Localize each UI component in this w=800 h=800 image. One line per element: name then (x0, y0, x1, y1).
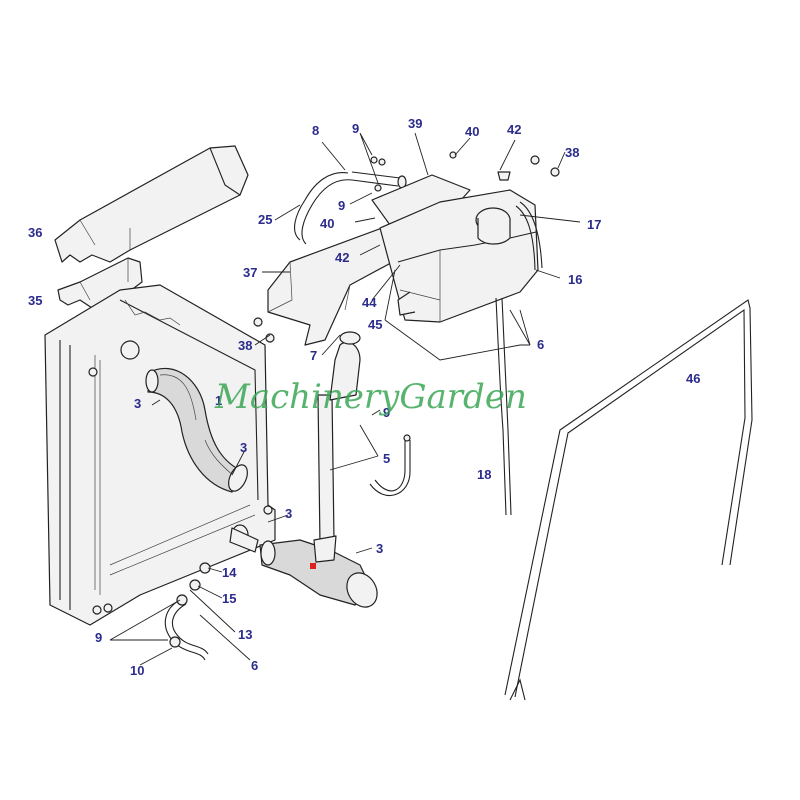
callout-46: 46 (686, 371, 700, 386)
shroud-bracket-upper (54, 145, 249, 263)
vertical-pipe (313, 331, 361, 563)
small-hose-right (369, 434, 411, 496)
callout-9: 9 (95, 630, 102, 645)
callout-25: 25 (258, 212, 272, 227)
callout-10: 10 (130, 663, 144, 678)
callout-15: 15 (222, 591, 236, 606)
callout-13: 13 (238, 627, 252, 642)
red-marker (310, 563, 316, 569)
lower-hose-elbow (229, 524, 378, 608)
callout-3: 3 (285, 506, 292, 521)
callout-3: 3 (376, 541, 383, 556)
callout-42: 42 (335, 250, 349, 265)
radiator (44, 284, 276, 626)
callout-3: 3 (134, 396, 141, 411)
callout-44: 44 (362, 295, 377, 310)
callout-39: 39 (408, 116, 422, 131)
callout-6: 6 (537, 337, 544, 352)
callout-8: 8 (312, 123, 319, 138)
callout-7: 7 (310, 348, 317, 363)
filler-cap (475, 171, 543, 271)
callout-labels: 1 3 3 3 3 5 6 6 7 8 9 9 9 9 10 13 14 15 … (28, 116, 700, 678)
callout-40: 40 (320, 216, 334, 231)
lower-small-hose (103, 562, 211, 661)
drain-hose (495, 297, 512, 516)
overflow-tube (294, 156, 407, 245)
callout-37: 37 (243, 265, 257, 280)
callout-38: 38 (565, 145, 579, 160)
callout-1: 1 (215, 393, 222, 408)
callout-5: 5 (383, 451, 390, 466)
callout-9: 9 (338, 198, 345, 213)
leader-lines (109, 132, 581, 666)
callout-14: 14 (222, 565, 237, 580)
upper-radiator-hose (145, 367, 248, 493)
callout-40: 40 (465, 124, 479, 139)
callout-35: 35 (28, 293, 42, 308)
callout-6: 6 (251, 658, 258, 673)
callout-18: 18 (477, 467, 491, 482)
callout-16: 16 (568, 272, 582, 287)
callout-45: 45 (368, 317, 382, 332)
watermark: MachineryGarden (214, 377, 527, 417)
callout-38: 38 (238, 338, 252, 353)
callout-9: 9 (352, 121, 359, 136)
callout-17: 17 (587, 217, 601, 232)
bolts-38 (449, 151, 560, 177)
seal-gasket (504, 299, 753, 701)
callout-9: 9 (383, 405, 390, 420)
callout-42: 42 (507, 122, 521, 137)
callout-3: 3 (240, 440, 247, 455)
callout-36: 36 (28, 225, 42, 240)
